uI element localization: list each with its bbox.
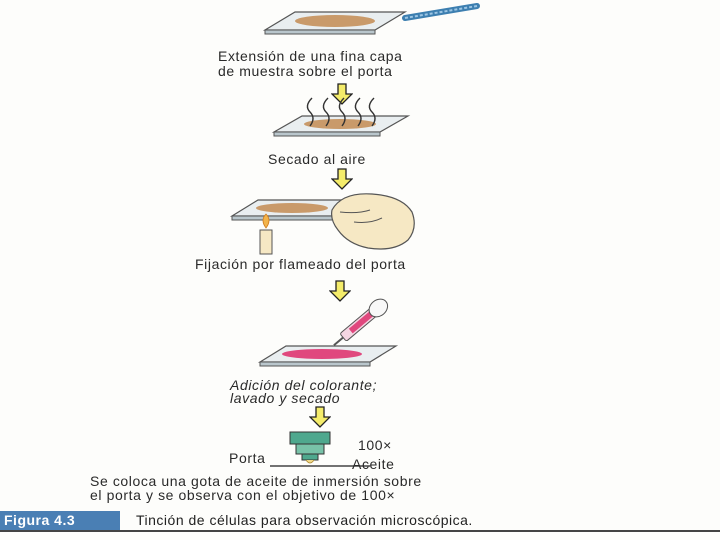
figure-number: Figura 4.3 [0, 511, 120, 530]
step1-label-line2: de muestra sobre el porta [218, 63, 393, 79]
stain-dropper-illustration [257, 298, 399, 367]
divider [0, 530, 720, 532]
down-arrow-icon [331, 83, 353, 105]
oil-immersion-objective-illustration [270, 431, 370, 467]
step3-label: Fijación por flameado del porta [195, 256, 406, 272]
step4-label-line2: lavado y secado [230, 390, 341, 406]
air-dry-slide-illustration [271, 97, 411, 137]
down-arrow-icon [331, 168, 353, 190]
microscope-description-line1: Se coloca una gota de aceite de inmersió… [90, 473, 422, 489]
magnification-label: 100× [358, 437, 392, 453]
smear-slide-illustration [262, 3, 480, 35]
down-arrow-icon [309, 406, 331, 428]
step1-label-line1: Extensión de una fina capa [218, 48, 403, 64]
oil-label: Aceite [352, 456, 395, 472]
step4-label-line1: Adición del colorante; [230, 377, 378, 393]
figure-caption: Tinción de células para observación micr… [136, 512, 473, 528]
slide-label: Porta [229, 450, 266, 466]
microscope-description-line2: el porta y se observa con el objetivo de… [90, 487, 396, 503]
down-arrow-icon [329, 280, 351, 302]
flame-fixing-illustration [229, 193, 415, 255]
step2-label: Secado al aire [268, 151, 366, 167]
